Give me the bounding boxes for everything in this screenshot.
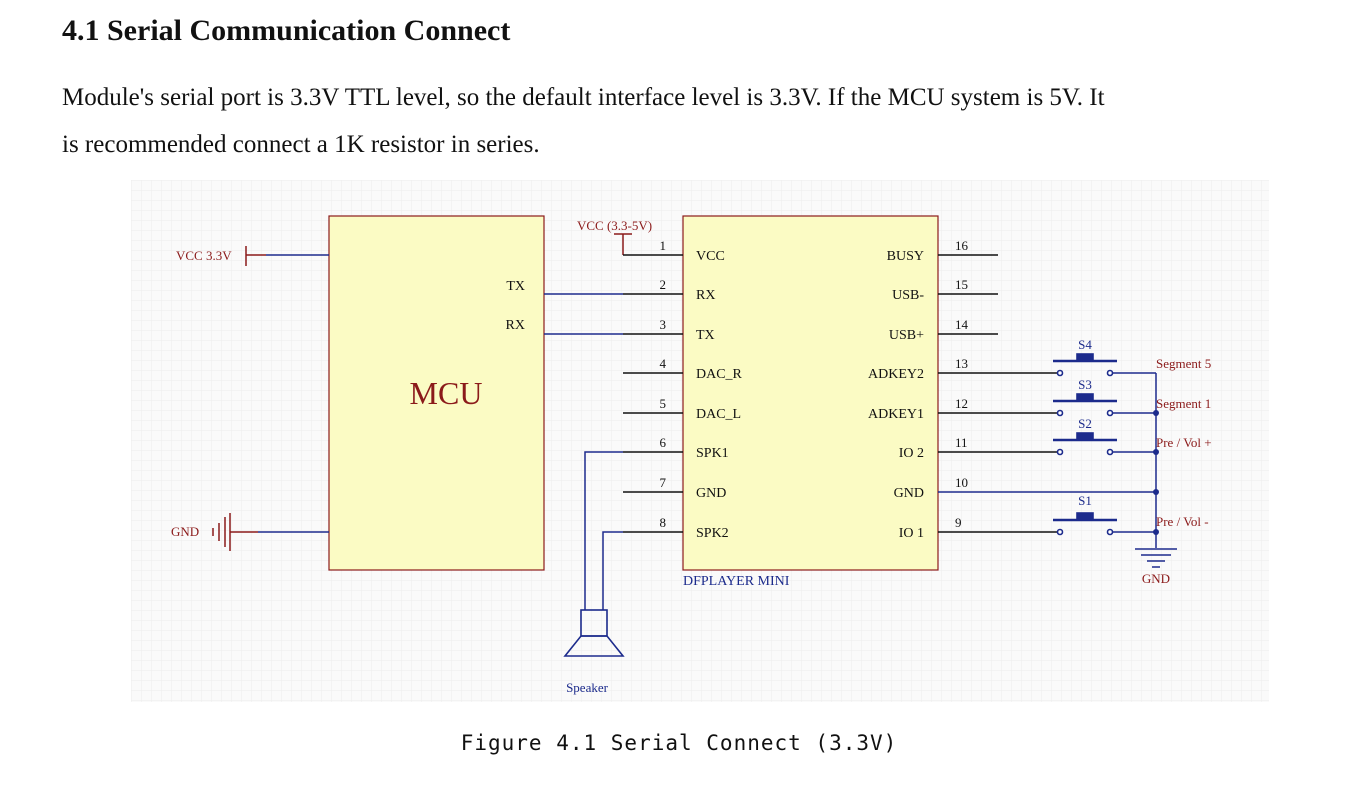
gnd-left-label: GND xyxy=(171,524,199,539)
right-pin-9-label: IO 1 xyxy=(899,526,924,541)
right-pin-13: 13 ADKEY2 xyxy=(868,356,1058,382)
right-pin-16-label: BUSY xyxy=(887,249,924,264)
right-pin-15-num: 15 xyxy=(955,277,968,292)
left-pin-6-label: SPK1 xyxy=(696,446,729,461)
right-pin-10-label: GND xyxy=(894,486,924,501)
vcc-supply-label: VCC (3.3-5V) xyxy=(577,218,652,233)
left-pin-7-label: GND xyxy=(696,486,726,501)
right-pin-9-num: 9 xyxy=(955,515,962,530)
left-pin-1-label: VCC xyxy=(696,249,725,264)
switch-s3-label: S3 xyxy=(1078,377,1092,392)
right-pin-11: 11 IO 2 xyxy=(899,435,1058,461)
left-pin-2: 2 RX xyxy=(623,277,715,303)
gnd-left-symbol xyxy=(212,513,258,551)
body-paragraph: Module's serial port is 3.3V TTL level, … xyxy=(62,74,1332,168)
right-pins: 16 BUSY 15 USB- 14 USB+ 13 ADKEY2 12 ADK… xyxy=(868,238,1156,541)
left-pin-1: 1 VCC xyxy=(623,238,725,264)
switch-s4 xyxy=(1053,353,1156,377)
left-pin-7: 7 GND xyxy=(623,475,726,501)
right-pin-10-num: 10 xyxy=(955,475,968,490)
schematic-diagram: MCU TX RX VCC 3.3V GND DFPLAYER MINI VCC… xyxy=(131,180,1269,702)
left-pin-2-num: 2 xyxy=(660,277,667,292)
figure-caption: Figure 4.1 Serial Connect (3.3V) xyxy=(460,731,898,755)
switch-s1-label: S1 xyxy=(1078,493,1092,508)
segment-1-label: Segment 1 xyxy=(1156,396,1211,411)
right-pin-10: 10 GND xyxy=(894,475,1156,501)
left-pin-6: 6 SPK1 xyxy=(623,435,729,461)
switch-s2-label: S2 xyxy=(1078,416,1092,431)
left-pin-6-num: 6 xyxy=(660,435,667,450)
left-pin-5-label: DAC_L xyxy=(696,407,741,422)
right-pin-12-num: 12 xyxy=(955,396,968,411)
vcc-33-label: VCC 3.3V xyxy=(176,248,232,263)
speaker-icon xyxy=(563,609,625,657)
left-pin-5: 5 DAC_L xyxy=(623,396,741,422)
right-pin-13-num: 13 xyxy=(955,356,968,371)
left-pin-3: 3 TX xyxy=(623,317,715,343)
left-pin-7-num: 7 xyxy=(660,475,667,490)
paragraph-line-2: is recommended connect a 1K resistor in … xyxy=(62,131,540,158)
mcu-box xyxy=(328,215,545,571)
paragraph-line-1: Module's serial port is 3.3V TTL level, … xyxy=(62,84,1105,111)
right-pin-11-label: IO 2 xyxy=(899,446,924,461)
left-pin-5-num: 5 xyxy=(660,396,667,411)
dfplayer-name: DFPLAYER MINI xyxy=(683,574,790,589)
mcu-label: MCU xyxy=(410,375,483,411)
left-pins: 1 VCC 2 RX 3 TX 4 DAC_R 5 DAC_L 6 SPK1 xyxy=(623,238,743,541)
speaker-label: Speaker xyxy=(566,680,609,695)
right-pin-15: 15 USB- xyxy=(892,277,998,303)
speaker-wires xyxy=(584,451,623,610)
left-pin-3-label: TX xyxy=(696,328,715,343)
left-pin-4: 4 DAC_R xyxy=(623,356,743,382)
right-pin-11-num: 11 xyxy=(955,435,968,450)
left-pin-4-label: DAC_R xyxy=(696,367,743,382)
left-pin-1-num: 1 xyxy=(660,238,667,253)
left-pin-3-num: 3 xyxy=(660,317,667,332)
junction-dots xyxy=(1153,410,1159,535)
switch-s1 xyxy=(1053,512,1156,536)
switch-s4-label: S4 xyxy=(1078,337,1092,352)
right-pin-13-label: ADKEY2 xyxy=(868,367,924,382)
right-pin-14-num: 14 xyxy=(955,317,969,332)
pre-vol-minus-label: Pre / Vol - xyxy=(1156,514,1209,529)
right-pin-14-label: USB+ xyxy=(889,328,924,343)
left-pin-2-label: RX xyxy=(696,288,715,303)
left-pin-8-label: SPK2 xyxy=(696,526,729,541)
section-heading: 4.1 Serial Communication Connect xyxy=(62,14,511,47)
segment-5-label: Segment 5 xyxy=(1156,356,1211,371)
gnd-right-symbol xyxy=(1135,548,1177,568)
switch-s2 xyxy=(1053,432,1156,456)
right-pin-14: 14 USB+ xyxy=(889,317,998,343)
pre-vol-plus-label: Pre / Vol + xyxy=(1156,435,1212,450)
right-pin-12: 12 ADKEY1 xyxy=(868,396,1058,422)
mcu-tx-label: TX xyxy=(506,279,525,294)
right-pin-12-label: ADKEY1 xyxy=(868,407,924,422)
gnd-right-label: GND xyxy=(1142,571,1170,586)
right-pin-16: 16 BUSY xyxy=(887,238,998,264)
left-pin-8-num: 8 xyxy=(660,515,667,530)
switch-s3 xyxy=(1053,393,1156,417)
left-pin-4-num: 4 xyxy=(660,356,667,371)
dfplayer-box xyxy=(682,215,939,571)
left-pin-8: 8 SPK2 xyxy=(623,515,729,541)
right-pin-15-label: USB- xyxy=(892,288,924,303)
right-pin-9: 9 IO 1 xyxy=(899,515,1058,541)
mcu-rx-label: RX xyxy=(506,318,525,333)
right-pin-16-num: 16 xyxy=(955,238,969,253)
